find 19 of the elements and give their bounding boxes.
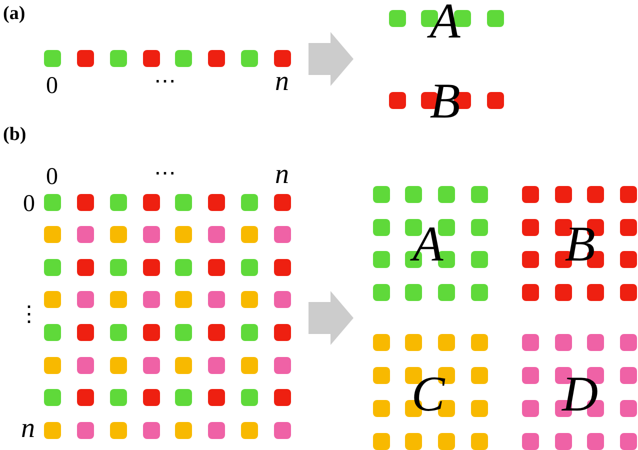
index-label: 0 (46, 165, 58, 189)
block-arrow (308, 32, 354, 86)
index-label: 0 (46, 74, 58, 98)
block-letter: B (564, 226, 596, 262)
block-letter: B (430, 84, 460, 118)
block-letter: A (430, 4, 460, 38)
ellipsis: ⋮ (18, 304, 40, 326)
block-letter: A (412, 226, 444, 262)
panel-label: (a) (3, 4, 26, 23)
index-label: n (275, 68, 289, 96)
index-label: n (21, 415, 35, 443)
block-arrow (308, 291, 354, 345)
ellipsis: ⋯ (154, 71, 176, 93)
panel-label: (b) (3, 125, 26, 144)
index-label: 0 (23, 192, 35, 216)
index-label: n (275, 161, 289, 189)
block-letter: C (411, 376, 445, 412)
ellipsis: ⋯ (154, 163, 176, 185)
block-letter: D (562, 376, 598, 412)
